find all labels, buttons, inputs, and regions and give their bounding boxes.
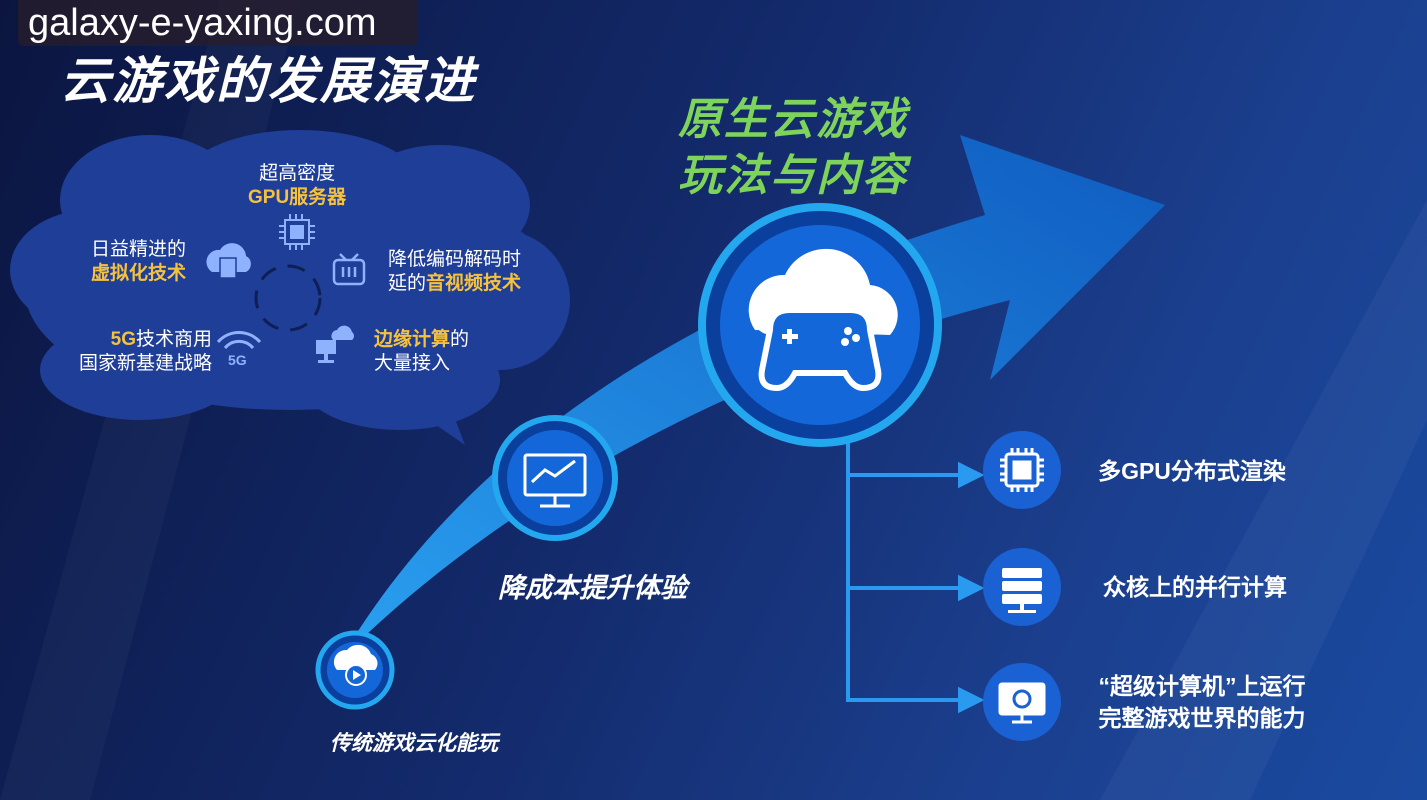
gpu-server-text: 超高密度 GPU服务器 <box>248 162 346 210</box>
virtual-line2: 虚拟化技术 <box>90 263 186 284</box>
edge-computing-text: 边缘计算的 大量接入 <box>374 328 469 376</box>
5g-line1-rest: 技术商用 <box>135 329 212 350</box>
page-title: 云游戏的发展演进 <box>60 53 476 109</box>
feature3-line1: “超级计算机”上运行 <box>1098 673 1306 699</box>
tv-media-icon <box>332 253 366 286</box>
feature-multi-gpu: 多GPU分布式渲染 <box>1098 458 1286 484</box>
virtualization-text: 日益精进的 虚拟化技术 <box>60 238 186 286</box>
stage3-line1: 原生云游戏 <box>678 95 908 144</box>
feature-parallel: 众核上的并行计算 <box>1103 574 1287 600</box>
connector-lines <box>846 440 985 714</box>
edge-highlight: 边缘计算 <box>374 329 451 350</box>
growth-arrow <box>340 135 1165 660</box>
virtualization-cloud-icon <box>206 243 251 279</box>
wifi-5g-icon <box>216 331 262 350</box>
chart-monitor-icon <box>523 453 587 508</box>
feature3-line2: 完整游戏世界的能力 <box>1098 705 1306 731</box>
5g-highlight: 5G <box>110 329 136 350</box>
watermark: galaxy-e-yaxing.com <box>18 0 418 46</box>
edge-line1-rest: 的 <box>450 329 470 350</box>
5g-icon-label: 5G <box>228 352 247 368</box>
thought-cloud <box>10 130 570 445</box>
gpu-line1: 超高密度 <box>259 163 336 184</box>
av-line1: 降低编码解码时 <box>388 249 522 270</box>
cloud-play-icon <box>333 644 378 686</box>
5g-text: 5G技术商用 国家新基建战略 <box>40 328 212 376</box>
av-tech-text: 降低编码解码时 延的音视频技术 <box>388 248 521 296</box>
virtual-line1: 日益精进的 <box>90 239 186 260</box>
edge-line2: 大量接入 <box>374 353 451 374</box>
av-line2-prefix: 延的 <box>388 273 427 294</box>
gpu-chip-icon <box>279 214 315 250</box>
native-cloud-gaming-title: 原生云游戏 玩法与内容 <box>678 92 908 204</box>
5g-line2: 国家新基建战略 <box>78 353 212 374</box>
edge-computing-icon <box>316 325 354 363</box>
stage1-label: 传统游戏云化能玩 <box>330 732 498 755</box>
stage2-label: 降成本提升体验 <box>498 573 687 603</box>
dashed-center-ring <box>254 264 322 332</box>
av-line2-highlight: 音视频技术 <box>426 273 522 294</box>
cloud-gamepad-icon <box>748 248 898 392</box>
chip-icon <box>1000 448 1044 492</box>
stage3-line2: 玩法与内容 <box>678 151 908 200</box>
monitor-sync-icon <box>998 682 1046 724</box>
feature-supercomputer: “超级计算机”上运行 完整游戏世界的能力 <box>1062 670 1342 734</box>
server-icon <box>1002 568 1042 613</box>
gpu-line2: GPU服务器 <box>248 187 347 208</box>
